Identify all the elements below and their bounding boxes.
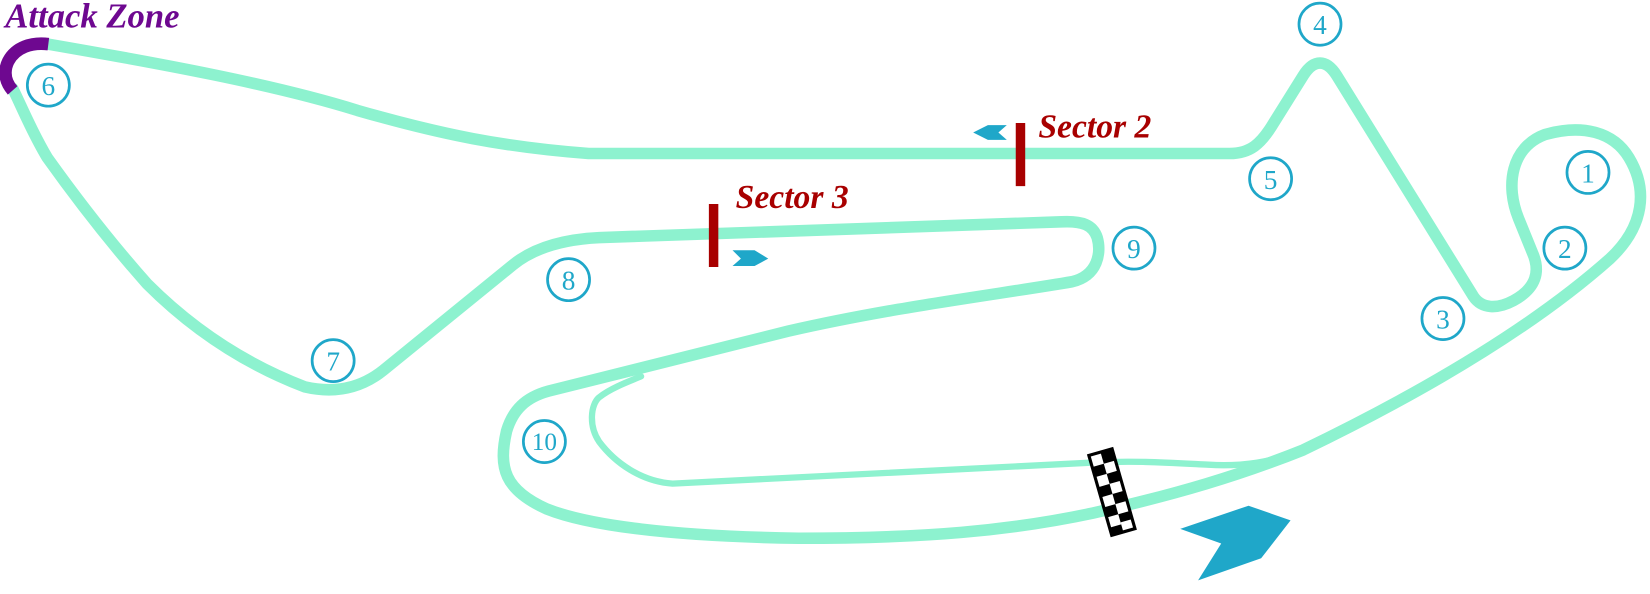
chevron-left-icon (973, 125, 1007, 140)
sector-3-label: Sector 3 (736, 179, 849, 216)
direction-arrow-icon (1180, 505, 1291, 581)
checkered-flag-icon (1086, 446, 1137, 538)
turn-marker: 1 (1565, 150, 1611, 195)
turn-marker: 8 (546, 257, 591, 303)
svg-text:4: 4 (1313, 10, 1327, 40)
svg-text:3: 3 (1436, 305, 1450, 335)
attack-zone-label: Attack Zone (3, 0, 179, 35)
svg-text:5: 5 (1264, 165, 1278, 195)
turn-marker: 7 (310, 338, 356, 383)
chevron-right-icon (732, 250, 769, 266)
turn-marker: 9 (1111, 225, 1157, 271)
turn-marker: 4 (1297, 1, 1343, 47)
attack-zone-arc (0, 37, 50, 95)
turn-marker: 6 (25, 62, 71, 108)
svg-text:1: 1 (1581, 158, 1595, 188)
turn-marker: 10 (522, 419, 567, 464)
svg-text:10: 10 (532, 429, 557, 456)
svg-text:7: 7 (326, 347, 340, 377)
turn-marker: 5 (1248, 156, 1293, 202)
svg-text:8: 8 (562, 266, 576, 296)
turn-marker: 3 (1420, 296, 1466, 341)
track-main (6, 38, 1647, 545)
turn-marker: 2 (1542, 225, 1588, 271)
sector-2-label: Sector 2 (1038, 109, 1151, 146)
svg-text:2: 2 (1558, 234, 1572, 264)
svg-text:9: 9 (1127, 234, 1141, 264)
pit-lane (588, 373, 1312, 487)
svg-text:6: 6 (42, 71, 56, 101)
